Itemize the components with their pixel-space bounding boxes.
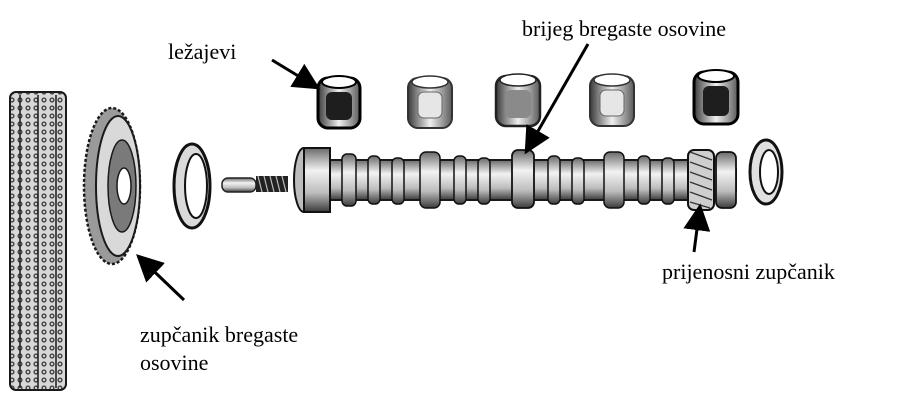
arrow-drive-gear: [694, 206, 700, 252]
dowel-pin: [222, 178, 256, 192]
label-cam-lobe: brijeg bregaste osovine: [522, 15, 726, 43]
arrow-bearings: [272, 60, 318, 88]
bearing-2: [408, 76, 452, 128]
bearing-3: [496, 74, 540, 126]
bearing-5: [694, 70, 738, 124]
label-camshaft-gear-line2: osovine: [140, 349, 298, 377]
arrow-camshaft-gear: [138, 256, 184, 300]
camshaft: [294, 148, 736, 212]
bearing-shells: [318, 70, 738, 128]
label-bearings: ležajevi: [168, 38, 236, 66]
timing-chain: [10, 92, 66, 390]
bearing-1: [318, 76, 360, 128]
front-flange-ring: [174, 144, 210, 228]
label-drive-gear: prijenosni zupčanik: [662, 258, 835, 286]
bearing-4: [590, 74, 634, 126]
label-camshaft-gear-line1: zupčanik bregaste: [140, 321, 298, 349]
rear-seal-ring: [750, 140, 782, 204]
drive-gear: [688, 150, 736, 210]
camshaft-sprocket: [84, 108, 140, 264]
spring: [256, 176, 288, 192]
label-camshaft-gear: zupčanik bregaste osovine: [140, 321, 298, 377]
